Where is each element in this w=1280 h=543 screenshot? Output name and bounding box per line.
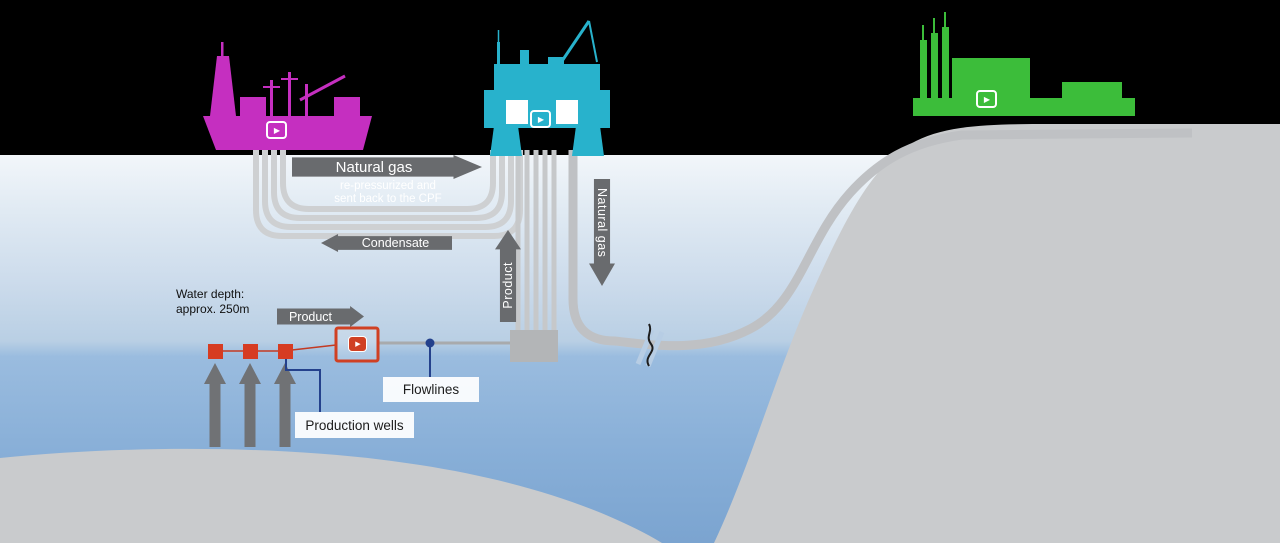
product-flowline-arrow-label: Product — [288, 309, 333, 324]
water-depth-line2: approx. 250m — [176, 302, 250, 316]
production-wells-connector — [285, 359, 321, 412]
cpf-platform — [484, 20, 610, 156]
repressurized-note: re-pressurized and sent back to the CPF — [299, 180, 477, 206]
repressurized-note-line2: sent back to the CPF — [334, 193, 442, 205]
flowline-node — [425, 338, 435, 348]
repressurized-note-line1: re-pressurized and — [340, 180, 436, 192]
flowlines-label-text: Flowlines — [402, 382, 460, 397]
play-icon: ▶ — [983, 94, 991, 104]
export-pipeline — [568, 128, 1193, 351]
coastline-landmass — [714, 124, 1280, 543]
production-wells-label: Production wells — [295, 412, 414, 438]
water-depth-note: Water depth: approx. 250m — [176, 287, 249, 317]
condensate-arrow: Condensate — [321, 234, 452, 252]
production-wells-label-text: Production wells — [305, 417, 404, 433]
onshore-plant-play-button[interactable]: ▶ — [976, 90, 997, 108]
flowlines-connector — [425, 338, 435, 377]
natural-gas-arrow: Natural gas — [292, 155, 482, 179]
water-depth-line1: Water depth: — [176, 287, 245, 301]
play-icon: ▶ — [273, 125, 281, 135]
manifold-play-button[interactable]: ▶ — [348, 336, 367, 352]
natural-gas-arrow-label: Natural gas — [335, 158, 413, 176]
flowlines-label: Flowlines — [383, 377, 479, 402]
fpso-play-button[interactable]: ▶ — [266, 121, 287, 139]
play-icon: ▶ — [355, 341, 361, 348]
seabed-mound — [0, 448, 662, 543]
riser-base — [510, 330, 558, 362]
fpso-vessel — [203, 42, 372, 150]
product-flowline-arrow: Product — [277, 306, 364, 327]
production-wellheads — [208, 344, 293, 359]
condensate-arrow-label: Condensate — [361, 236, 430, 250]
reservoir-flow-arrows — [204, 363, 296, 447]
cpf-riser-pipes — [515, 150, 557, 336]
onshore-plant — [913, 12, 1135, 116]
cpf-play-button[interactable]: ▶ — [530, 110, 551, 128]
product-riser-arrow-label: Product — [501, 261, 515, 309]
pipeline-break-mark — [635, 323, 665, 367]
play-icon: ▶ — [537, 114, 545, 124]
natural-gas-pipeline-arrow-label: Natural gas — [595, 188, 609, 258]
well-jumper-lines — [215, 344, 337, 352]
